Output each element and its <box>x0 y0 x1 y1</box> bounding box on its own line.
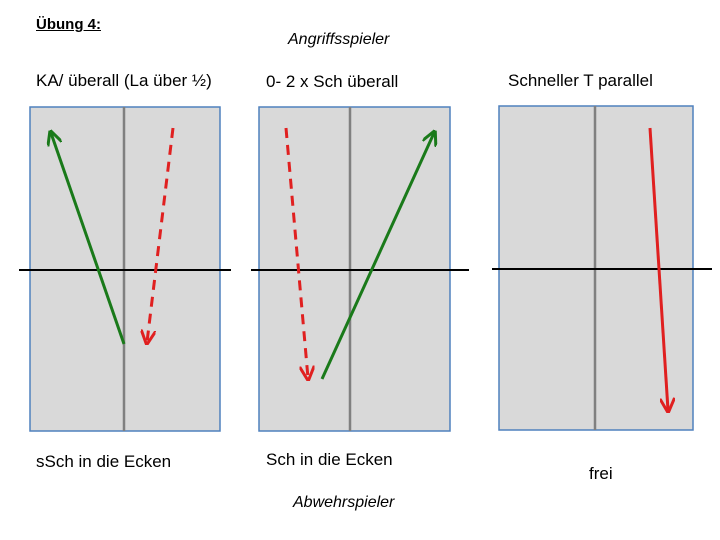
court-2-attack-arrow <box>320 133 434 380</box>
court-1-defense-arrow <box>147 127 175 342</box>
court-1-attack-arrow <box>51 133 126 345</box>
court-3-attack-arrow <box>648 127 668 410</box>
defender-role-label: Abwehrspieler <box>293 494 395 511</box>
panel-2-top-label: 0- 2 x Sch überall <box>266 72 399 91</box>
court-panel-3 <box>492 105 712 431</box>
panel-1-bottom-label: sSch in die Ecken <box>36 452 172 471</box>
panel-3-bottom-label: frei <box>589 464 613 483</box>
panel-3-top-label: Schneller T parallel <box>508 71 653 90</box>
panel-2-bottom-label: Sch in die Ecken <box>266 450 393 469</box>
court-2-defense-arrow <box>284 127 308 378</box>
exercise-title: Übung 4: <box>36 16 101 33</box>
court-panel-2 <box>251 106 469 432</box>
panel-1-top-label: KA/ überall (La über ½) <box>36 71 212 90</box>
attacker-role-label: Angriffsspieler <box>288 31 390 48</box>
court-panel-1 <box>19 106 231 432</box>
